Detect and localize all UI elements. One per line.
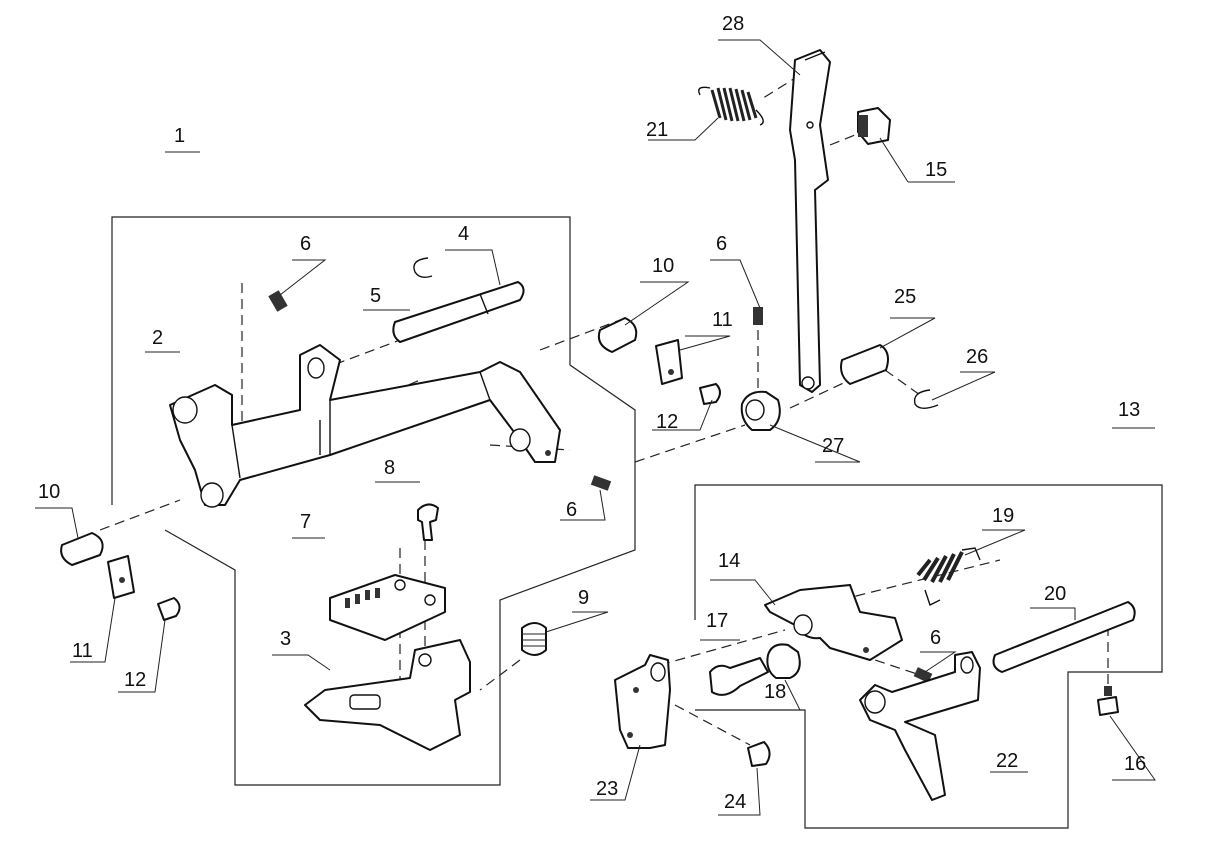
label-17: 17 [706,610,728,632]
part-28-lever [789,49,831,393]
label-9: 9 [578,587,589,609]
e-clips [413,257,939,409]
label-15: 15 [925,159,947,181]
label-22: 22 [996,750,1018,772]
label-12-a: 12 [656,411,678,433]
part-24-screw [747,741,771,767]
part-23-lever [614,654,671,749]
label-24: 24 [724,791,746,813]
screw-6-b [753,307,763,325]
label-27: 27 [822,435,844,457]
label-14: 14 [718,550,740,572]
plate-11-upper [655,339,683,385]
axis-lower-right [659,559,1001,746]
label-6-d: 6 [930,627,941,649]
label-6-b: 6 [716,233,727,255]
label-19: 19 [992,505,1014,527]
group-frames [111,216,1163,829]
part-27-collar [740,390,781,431]
e-clip-upper [413,257,433,279]
frame-group-1 [111,216,636,786]
label-10-b: 10 [38,481,60,503]
label-20: 20 [1044,583,1066,605]
label-13: 13 [1118,399,1140,421]
label-3: 3 [280,628,291,650]
assembly-axes [99,74,1109,746]
label-7: 7 [300,511,311,533]
part-20-shaft [992,601,1136,673]
screw-6-d [913,667,933,683]
label-5: 5 [370,285,381,307]
bushing-10-upper [597,317,638,353]
part-19-spring [916,547,981,606]
label-26: 26 [966,346,988,368]
label-16: 16 [1124,753,1146,775]
screws-12 [157,383,721,621]
part-2-main-arm [169,344,561,508]
leader-lines [35,39,1156,816]
label-1: 1 [174,125,185,147]
part-labels: 28 21 15 1 6 4 5 2 10 6 11 12 25 26 13 2… [38,13,1146,813]
bushing-10-lower [60,532,104,566]
plate-11-lower [107,555,135,599]
label-8: 8 [384,457,395,479]
part-3-bracket [304,639,471,751]
set-screws [268,290,933,683]
label-21: 21 [646,119,668,141]
plates-11 [107,339,683,599]
part-17-shoulder-screw [709,657,769,696]
part-21-spring [698,86,764,126]
frame-group-13 [694,484,1163,829]
part-4-shaft [392,281,525,343]
label-11-b: 11 [72,640,93,662]
part-16-screw [1097,686,1119,716]
part-9-spring [521,622,547,656]
part-25-pin [840,344,889,385]
screw-12-lower [157,597,181,621]
label-6-a: 6 [300,233,311,255]
label-23: 23 [596,778,618,800]
label-2: 2 [152,327,163,349]
part-22-bracket [859,651,981,801]
label-25: 25 [894,286,916,308]
label-4: 4 [458,223,469,245]
part-14-lever [764,584,903,661]
part-7-screw [417,503,439,541]
axis-vertical-6 [241,283,759,440]
part-feed-dog [329,574,446,641]
screw-6-c [590,475,612,491]
screw-6-a [268,290,288,312]
label-12-b: 12 [124,669,146,691]
label-18: 18 [764,681,786,703]
part-15-nut [857,107,891,145]
screw-12-upper [699,383,721,405]
label-28: 28 [722,13,744,35]
label-10-a: 10 [652,255,674,277]
label-11-a: 11 [712,309,733,331]
part-18-collar [766,643,801,679]
label-6-c: 6 [566,499,577,521]
part-26-e-clip [913,389,939,409]
bushings-10 [60,317,638,566]
